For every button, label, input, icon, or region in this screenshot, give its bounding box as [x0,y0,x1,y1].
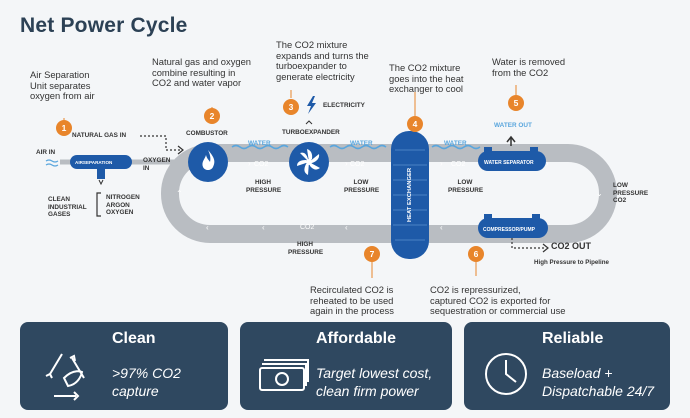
cycle-pipe [161,144,617,243]
step-num-1: 1 [62,123,67,133]
card-clean-heading: Clean [112,330,156,347]
step-num-7: 7 [370,249,375,259]
card-affordable-heading: Affordable [316,330,396,347]
combustor-label: COMBUSTOR [186,130,228,137]
recycle-leaf-icon [45,353,85,401]
air-separation-unit-icon [70,155,132,169]
water-label-3: WATER [444,140,467,147]
svg-text:‹: ‹ [206,223,209,232]
water-label-1: WATER [248,140,271,147]
step-marker-5 [508,95,524,111]
heat-exchanger-label: HEAT EXCHANGER [407,167,413,222]
flow-arrows: › › › › ‹ ‹ ‹ ‹ ⌄ ⌃ [176,159,603,232]
compressor-pump-label: COMPRESSOR/PUMP [483,227,536,233]
page-title: Net Power Cycle [20,14,188,37]
natural-gas-arrow [140,135,180,151]
water-separator-label: WATER SEPARATOR [484,160,534,166]
oxygen-in-label: OXYGEN IN [143,157,171,172]
low-pressure-label-2: LOW PRESSURE [448,179,484,194]
svg-text:›: › [440,159,443,168]
card-affordable-text: Target lowest cost,clean firm power [316,365,433,399]
electricity-label: ELECTRICITY [323,102,365,109]
water-separator-icon [478,151,546,171]
svg-text:›: › [345,159,348,168]
air-in-label: AIR IN [36,149,56,156]
air-separation-label: AIRSEPARATION [75,160,113,165]
co2-pipe-label-3: CO2 [451,161,466,168]
compressor-pump-icon [478,218,548,238]
water-waves [231,144,481,150]
water-label-2: WATER [350,140,373,147]
turboexpander-label: TURBOEXPANDER [282,129,340,136]
co2-out-arrow [511,238,545,249]
co2-out-label: CO2 OUT [551,241,592,251]
step-6-text: CO2 is repressurized,captured CO2 is exp… [430,284,566,316]
card-reliable-text: Baseload +Dispatchable 24/7 [542,365,655,399]
svg-text:⌄: ⌄ [596,189,603,198]
svg-text:›: › [248,159,251,168]
svg-text:‹: ‹ [440,223,443,232]
air-wave-icon [45,159,59,167]
low-pressure-label-1: LOW PRESSURE [344,179,380,194]
step-marker-6 [468,246,484,262]
step-num-3: 3 [289,102,294,112]
clock-icon [485,353,527,395]
gases-bracket [96,192,101,217]
step-marker-3 [283,99,299,115]
cash-icon [259,359,309,391]
co2-pipe-label-1: CO2 [254,161,269,168]
electricity-icon [307,96,316,114]
svg-text:‹: ‹ [262,223,265,232]
card-reliable-heading: Reliable [542,330,604,347]
svg-text:‹: ‹ [345,223,348,232]
svg-text:⌃: ⌃ [176,189,183,198]
step-marker-2 [204,108,220,124]
high-pressure-label-2: HIGH PRESSURE [288,241,324,256]
low-pressure-co2-label: LOW PRESSURE CO2 [613,182,649,204]
step-marker-7 [364,246,380,262]
step-num-2: 2 [210,111,215,121]
fan-icon [297,149,320,175]
svg-text:›: › [546,159,549,168]
step-num-5: 5 [514,98,519,108]
step-num-6: 6 [474,249,479,259]
co2-pipe-label-2: CO2 [350,161,365,168]
clean-gases-label: CLEAN INDUSTRIAL GASES [48,196,87,218]
step-marker-4 [407,116,423,132]
water-out-label: WATER OUT [494,122,532,129]
step-num-4: 4 [413,119,418,129]
pipeline-label: High Pressure to Pipeline [534,259,609,266]
card-affordable: Affordable Target lowest cost,clean firm… [240,322,452,410]
co2-pipe-label-4: CO2 [300,224,315,231]
card-reliable: Reliable Baseload +Dispatchable 24/7 [464,322,670,410]
flame-icon [202,150,215,170]
natural-gas-in-label: NATURAL GAS IN [72,132,127,139]
step-marker-1 [56,120,72,136]
heat-exchanger-stripes [393,149,427,241]
water-out-arrow [506,135,516,146]
high-pressure-label-1: HIGH PRESSURE [246,179,282,194]
